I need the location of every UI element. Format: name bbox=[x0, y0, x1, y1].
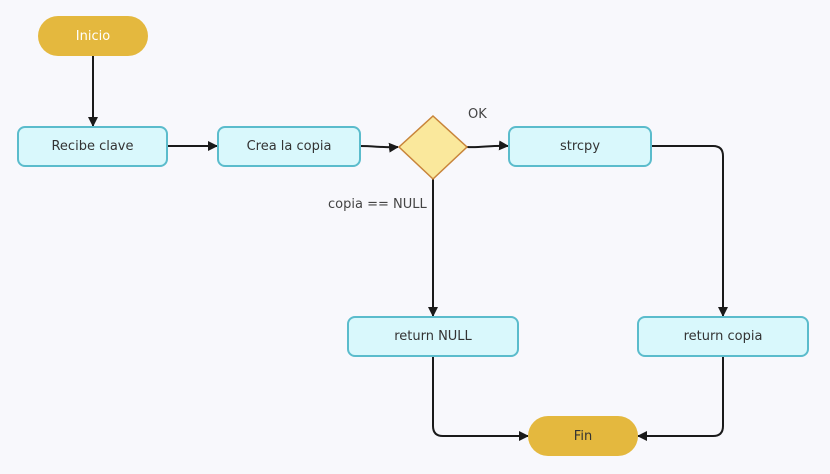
strcpy-node: strcpy bbox=[508, 126, 652, 167]
return-copy-node: return copia bbox=[637, 316, 809, 357]
create-copy-node: Crea la copia bbox=[217, 126, 361, 167]
edge-return-null-to-end bbox=[432, 356, 529, 441]
edge-label-ok: OK bbox=[468, 107, 487, 122]
edge-decision-to-strcpy bbox=[466, 140, 509, 151]
end-node-label: Fin bbox=[573, 428, 593, 444]
edge-return-copy-to-end bbox=[637, 356, 724, 441]
edge-label-copia-null: copia == NULL bbox=[328, 197, 427, 212]
return-copy-label: return copia bbox=[683, 329, 763, 344]
receive-key-label: Recibe clave bbox=[51, 139, 134, 154]
return-null-label: return NULL bbox=[394, 329, 472, 344]
strcpy-label: strcpy bbox=[559, 139, 601, 154]
end-node: Fin bbox=[528, 416, 638, 456]
return-null-node: return NULL bbox=[347, 316, 519, 357]
decision-diamond bbox=[397, 114, 469, 181]
create-copy-label: Crea la copia bbox=[246, 139, 332, 154]
start-node-label: Inicio bbox=[75, 28, 111, 44]
edge-create-to-decision bbox=[359, 142, 399, 153]
edge-strcpy-to-return-copy bbox=[651, 145, 728, 317]
receive-key-node: Recibe clave bbox=[17, 126, 168, 167]
start-node: Inicio bbox=[38, 16, 148, 56]
